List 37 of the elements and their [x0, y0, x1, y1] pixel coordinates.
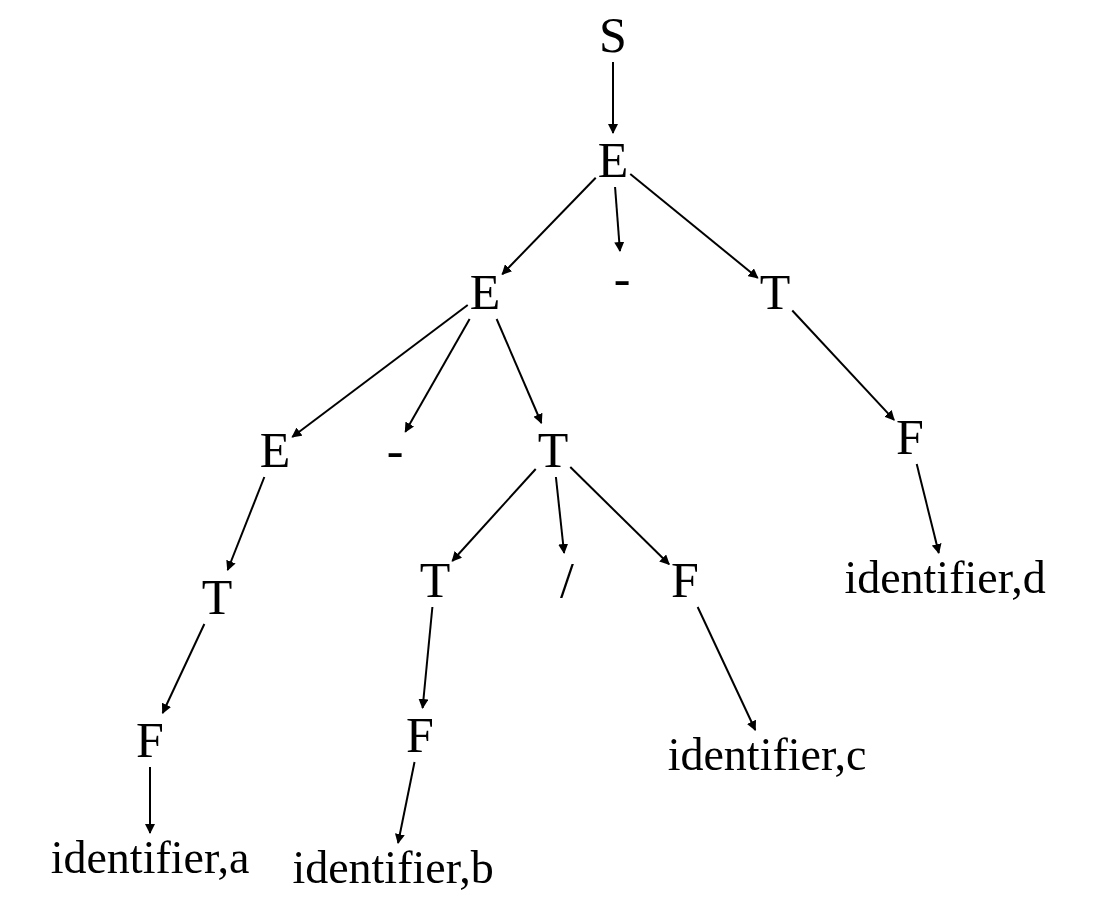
- tree-node-label: -: [386, 425, 404, 475]
- tree-node-label: F: [136, 715, 164, 765]
- tree-node-label: /: [560, 555, 574, 605]
- arrow: [226, 476, 266, 571]
- tree-node-label: F: [406, 710, 434, 760]
- tree-node-label: E: [469, 267, 501, 317]
- arrow: [554, 476, 569, 554]
- tree-node-label: T: [201, 572, 233, 622]
- tree-node-label: T: [419, 555, 451, 605]
- arrow: [501, 176, 597, 276]
- arrow: [495, 318, 543, 424]
- tree-node-label: T: [759, 267, 791, 317]
- tree-node-label: identifier,c: [667, 732, 867, 778]
- arrow: [915, 463, 942, 554]
- arrow: [451, 468, 537, 562]
- arrow: [696, 606, 757, 731]
- arrow: [394, 761, 416, 844]
- arrow: [161, 623, 206, 714]
- tree-node-label: F: [671, 555, 699, 605]
- arrow: [418, 606, 434, 709]
- tree-node-label: F: [896, 412, 924, 462]
- arrow: [291, 304, 469, 438]
- arrow: [608, 61, 618, 134]
- arrow: [569, 466, 671, 566]
- arrow: [614, 186, 625, 252]
- arrow: [404, 318, 471, 433]
- tree-node-label: identifier,d: [844, 555, 1046, 601]
- tree-node-label: identifier,a: [50, 835, 250, 881]
- tree-node-label: E: [259, 425, 291, 475]
- tree-node-label: T: [537, 425, 569, 475]
- arrow: [629, 173, 759, 279]
- tree-node-label: S: [599, 10, 627, 60]
- arrow: [145, 766, 155, 834]
- tree-node-label: -: [613, 253, 631, 303]
- arrow: [791, 309, 896, 421]
- tree-node-label: E: [597, 135, 629, 185]
- tree-node-label: identifier,b: [292, 845, 494, 891]
